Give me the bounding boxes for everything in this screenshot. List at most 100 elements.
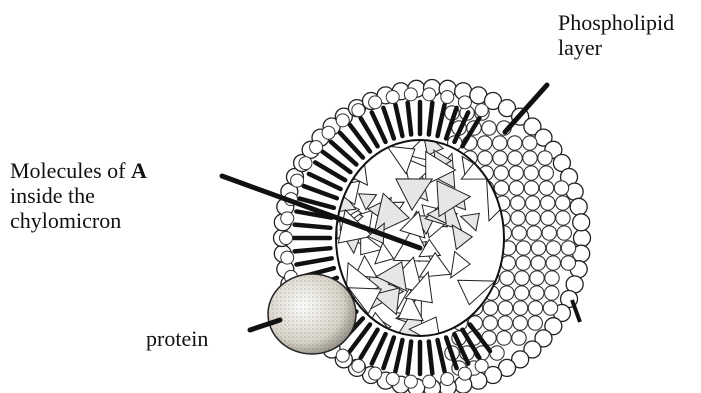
surface-head bbox=[530, 271, 544, 285]
molecules-of-a-label: Molecules of A inside the chylomicron bbox=[10, 158, 147, 233]
surface-head bbox=[500, 286, 514, 300]
surface-head bbox=[530, 286, 544, 300]
surface-head bbox=[493, 151, 507, 165]
surface-head bbox=[528, 301, 542, 315]
fatty-acid-tail bbox=[429, 341, 433, 373]
surface-head bbox=[524, 181, 538, 195]
surface-head bbox=[494, 166, 508, 180]
surface-head bbox=[498, 301, 512, 315]
protein-texture bbox=[268, 274, 356, 354]
inner-head bbox=[475, 104, 488, 117]
phospholipid-head bbox=[573, 214, 590, 231]
surface-head bbox=[509, 181, 523, 195]
protein-label: protein bbox=[146, 326, 208, 351]
surface-head bbox=[528, 316, 542, 330]
surface-head bbox=[513, 301, 527, 315]
surface-head bbox=[556, 211, 570, 225]
inner-head bbox=[458, 367, 471, 380]
surface-head bbox=[546, 241, 560, 255]
inner-head bbox=[299, 157, 312, 170]
surface-head bbox=[538, 151, 552, 165]
inner-head bbox=[423, 375, 436, 388]
inner-head bbox=[281, 251, 294, 264]
fatty-acid-tail bbox=[296, 258, 331, 264]
inner-head bbox=[352, 104, 365, 117]
surface-head bbox=[561, 241, 575, 255]
fatty-acid-tail bbox=[438, 340, 445, 371]
fatty-acid-tail bbox=[395, 105, 402, 136]
surface-head bbox=[546, 256, 560, 270]
surface-head bbox=[526, 211, 540, 225]
inner-head bbox=[281, 212, 294, 225]
phospholipid-layer-label: Phospholipid layer bbox=[558, 10, 674, 60]
surface-head bbox=[523, 136, 537, 150]
surface-head bbox=[494, 181, 508, 195]
surface-head bbox=[483, 316, 497, 330]
surface-head bbox=[512, 331, 526, 345]
surface-head bbox=[478, 151, 492, 165]
surface-head bbox=[483, 301, 497, 315]
surface-head bbox=[498, 316, 512, 330]
inner-head bbox=[291, 174, 304, 187]
surface-head bbox=[482, 121, 496, 135]
fatty-acid-tail bbox=[304, 186, 337, 198]
surface-head bbox=[478, 136, 492, 150]
inner-head bbox=[352, 359, 365, 372]
surface-head bbox=[527, 226, 541, 240]
surface-head bbox=[556, 196, 570, 210]
surface-head bbox=[508, 151, 522, 165]
surface-head bbox=[554, 181, 568, 195]
surface-head bbox=[515, 286, 529, 300]
surface-head bbox=[509, 166, 523, 180]
phospholipid-head bbox=[570, 198, 587, 215]
surface-head bbox=[500, 271, 514, 285]
inner-head bbox=[310, 141, 323, 154]
inner-head bbox=[423, 88, 436, 101]
fatty-acid-tail bbox=[295, 248, 331, 251]
surface-head bbox=[490, 346, 504, 360]
surface-head bbox=[531, 241, 545, 255]
surface-head bbox=[531, 256, 545, 270]
fatty-acid-tail bbox=[408, 103, 412, 135]
surface-head bbox=[493, 136, 507, 150]
molecules-label-suffix: inside the chylomicron bbox=[10, 183, 121, 233]
inner-head bbox=[280, 232, 293, 245]
fatty-acid-tail bbox=[429, 103, 433, 135]
fatty-acid-tail bbox=[408, 341, 412, 373]
inner-head bbox=[441, 372, 454, 385]
surface-head bbox=[539, 181, 553, 195]
fatty-acid-tail bbox=[295, 225, 331, 228]
surface-head bbox=[543, 301, 557, 315]
surface-head bbox=[526, 196, 540, 210]
surface-head bbox=[511, 196, 525, 210]
surface-head bbox=[539, 166, 553, 180]
surface-head bbox=[542, 226, 556, 240]
fatty-acid-tail bbox=[395, 340, 402, 371]
inner-head bbox=[336, 114, 349, 127]
inner-head bbox=[386, 372, 399, 385]
inner-head bbox=[336, 349, 349, 362]
surface-head bbox=[515, 271, 529, 285]
surface-head bbox=[512, 226, 526, 240]
inner-head bbox=[458, 96, 471, 109]
phospholipid-head bbox=[574, 230, 591, 247]
surface-head bbox=[561, 256, 575, 270]
fatty-acid-tail bbox=[383, 108, 393, 139]
surface-head bbox=[524, 166, 538, 180]
surface-head bbox=[541, 211, 555, 225]
surface-head bbox=[541, 196, 555, 210]
molecules-label-prefix: Molecules of bbox=[10, 158, 131, 183]
inner-head bbox=[369, 96, 382, 109]
surface-head bbox=[513, 316, 527, 330]
surface-head bbox=[497, 331, 511, 345]
surface-head bbox=[545, 271, 559, 285]
surface-head bbox=[516, 256, 530, 270]
inner-head bbox=[322, 126, 335, 139]
surface-head bbox=[557, 226, 571, 240]
fatty-acid-tail bbox=[383, 338, 393, 369]
inner-head bbox=[475, 359, 488, 372]
inner-head bbox=[404, 88, 417, 101]
inner-head bbox=[441, 91, 454, 104]
inner-head bbox=[369, 367, 382, 380]
